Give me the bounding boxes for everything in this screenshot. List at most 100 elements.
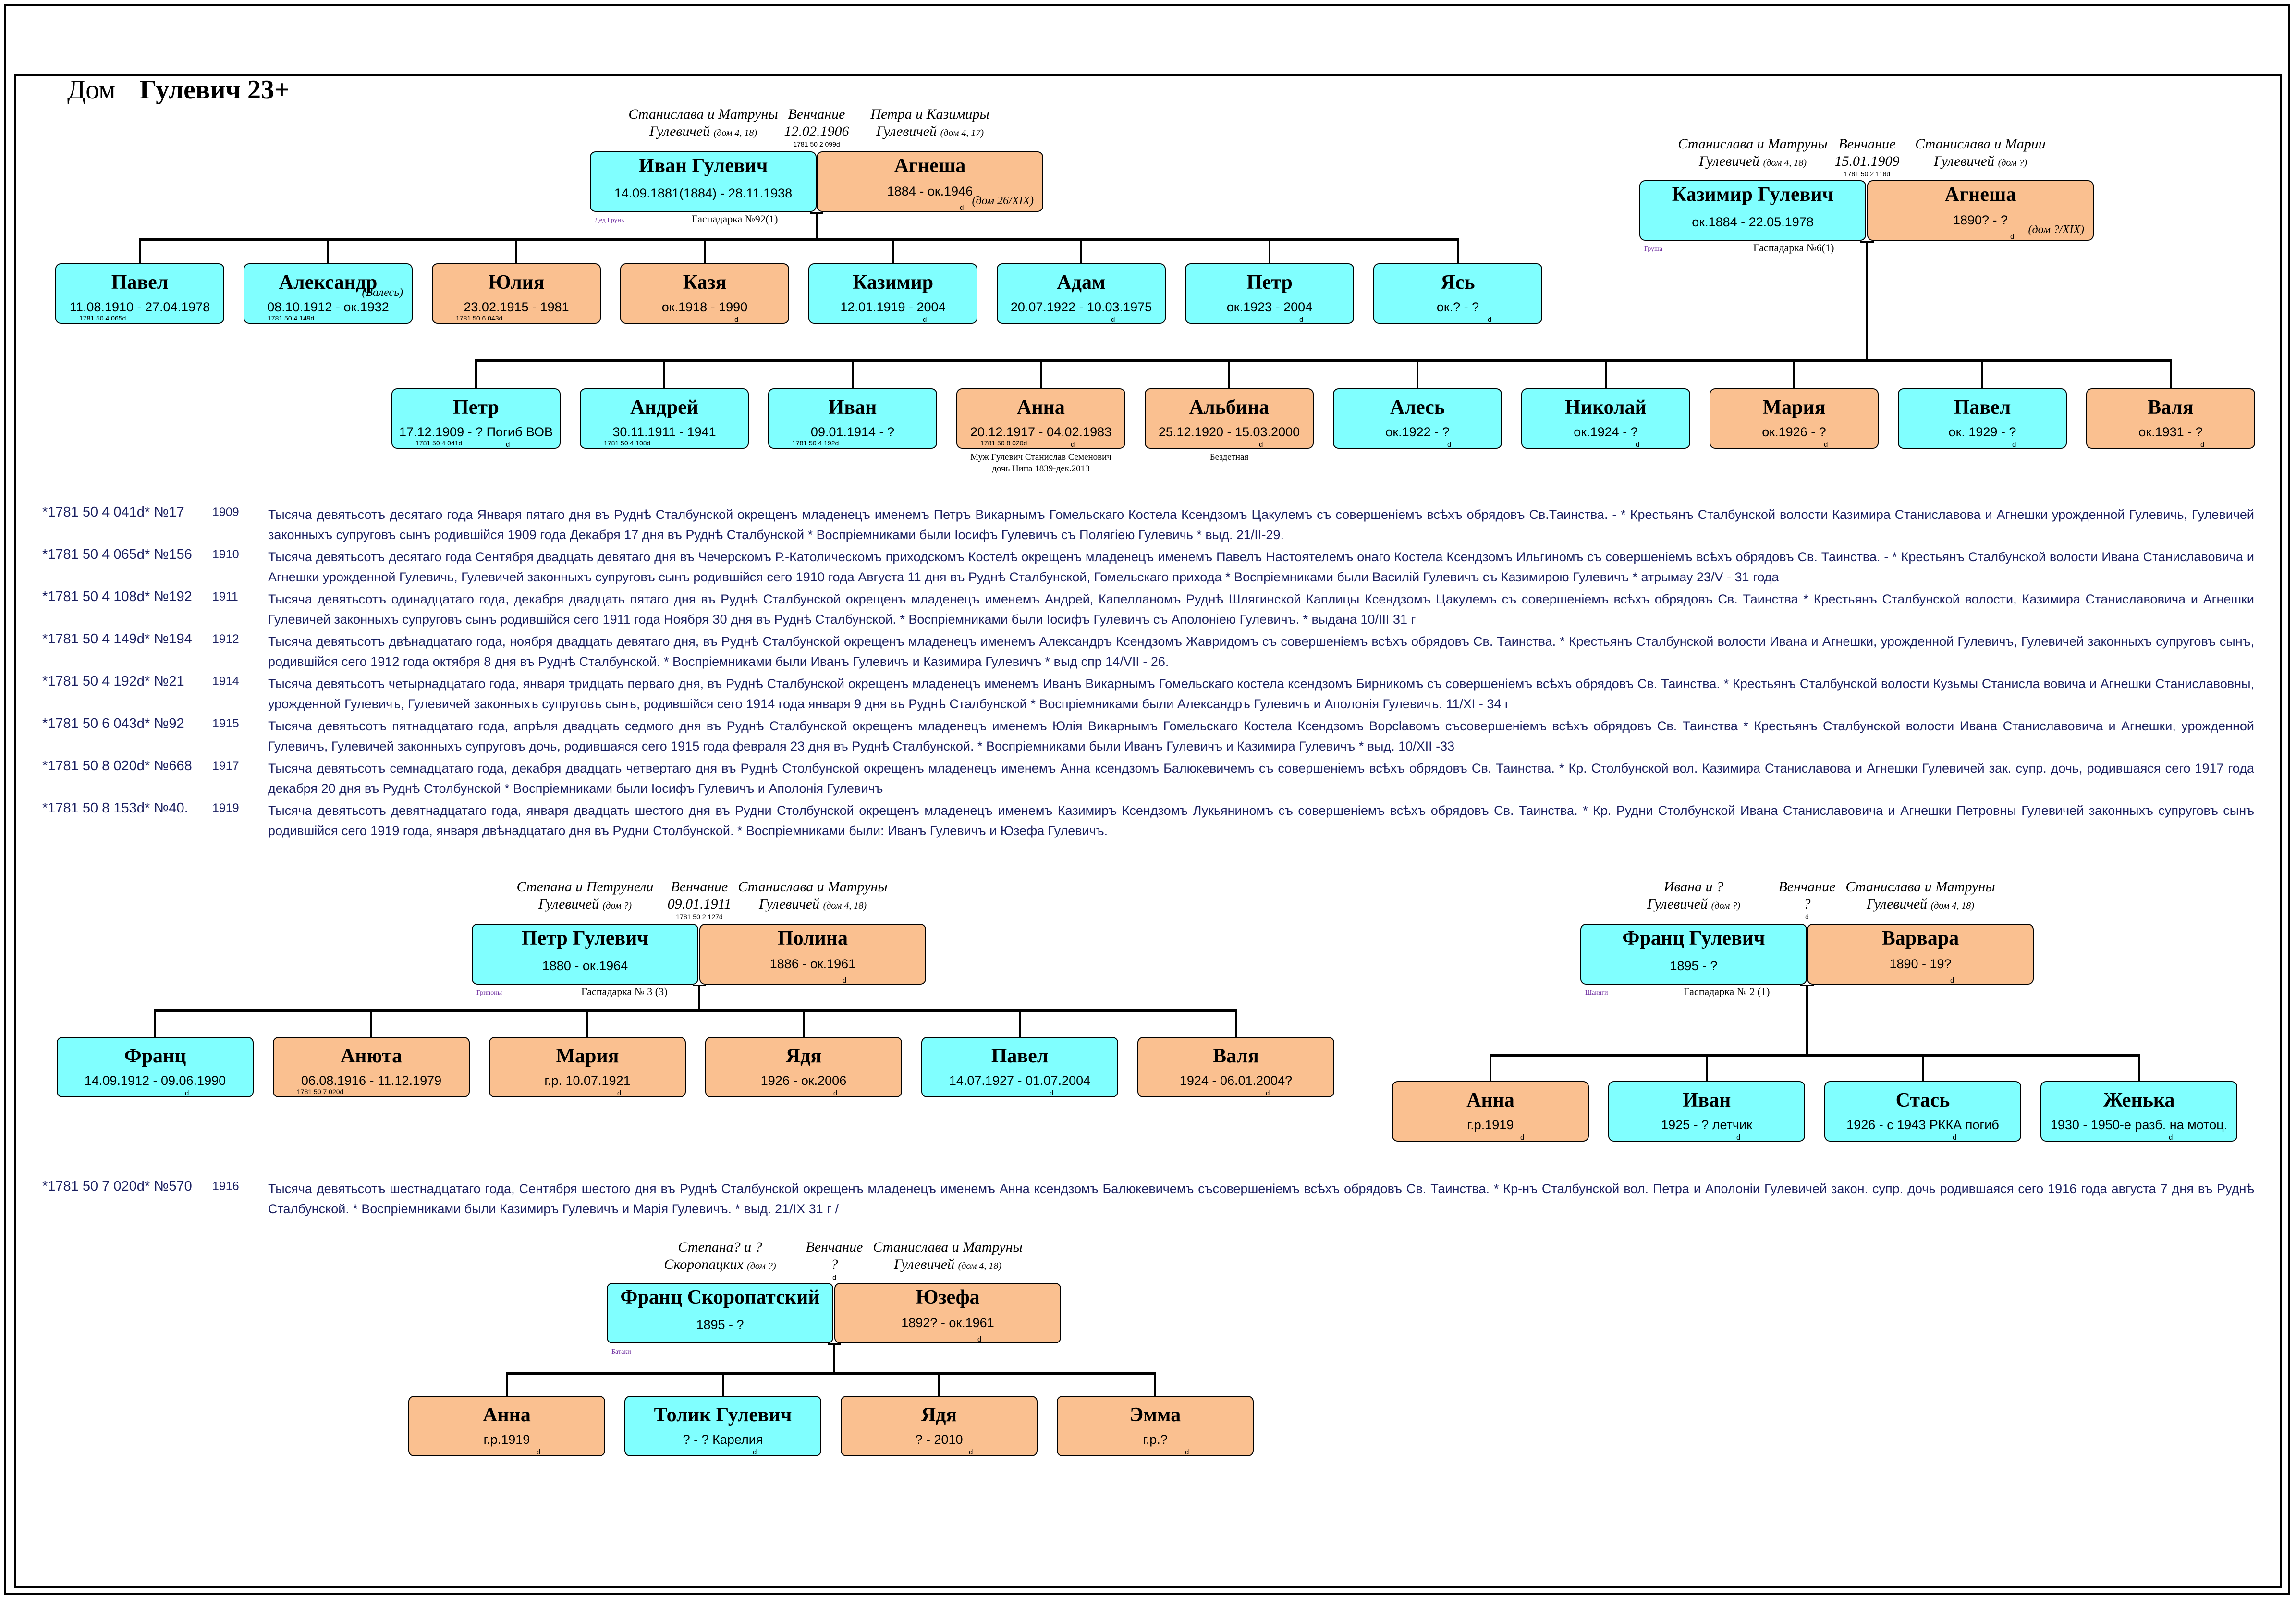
connector-line xyxy=(1800,985,1814,986)
person-dates: 23.02.1915 - 1981 xyxy=(464,300,569,314)
parents-line-1: Станислава и Матруны xyxy=(1845,879,1995,895)
connector-line xyxy=(1235,1009,1237,1037)
archive-code: 1781 50 4 041d xyxy=(415,439,463,447)
person-dates: 1926 - ок.2006 xyxy=(760,1073,847,1088)
connector-line xyxy=(803,1009,805,1037)
wedding-archive-code: 1781 50 2 127d xyxy=(676,913,723,921)
person-name: Франц xyxy=(124,1045,186,1067)
wedding-archive-code: d xyxy=(1805,913,1809,921)
nickname: Батаки xyxy=(611,1348,631,1355)
record-archive-code: *1781 50 4 065d* №156 xyxy=(42,547,192,562)
parents-line-2: Гулевичей (дом 4, 18) xyxy=(688,896,938,914)
person-dates: 08.10.1912 - ок.1932 xyxy=(267,300,389,314)
parents-line-1: Степана? и ? xyxy=(678,1239,762,1255)
person-extra-note: (Валесь) xyxy=(362,286,403,299)
wedding-label: Венчание? xyxy=(767,1239,902,1273)
person-dates: 1880 - ок.1964 xyxy=(542,959,628,973)
person-name: Юлия xyxy=(488,271,545,294)
person-name: Мария xyxy=(1762,396,1826,418)
person-dates: 14.07.1927 - 01.07.2004 xyxy=(949,1073,1091,1088)
person-name: Казимир xyxy=(852,271,934,294)
connector-line xyxy=(663,359,665,388)
record-text: Тысяча девятьсотъ десятаго года Сентября… xyxy=(268,550,2254,584)
record-archive-code: *1781 50 7 020d* №570 xyxy=(42,1179,192,1194)
record-mark: d xyxy=(1259,441,1263,449)
record-mark: d xyxy=(2169,1133,2173,1142)
archive-code: 1781 50 4 149d xyxy=(268,314,315,322)
connector-line xyxy=(506,1372,508,1396)
record-mark: d xyxy=(1520,1133,1525,1142)
farmstead-label: Гаспадарка №6(1) xyxy=(1753,242,1834,254)
record-mark: d xyxy=(923,316,927,324)
person-name: Агнеша xyxy=(894,155,966,177)
parents-line-2: Гулевичей (дом 4, 18) xyxy=(823,1256,1073,1275)
parents-line-2: Гулевичей (дом ?) xyxy=(1569,896,1819,914)
connector-line xyxy=(816,212,818,238)
wedding-date: 12.02.1906 xyxy=(784,123,849,139)
connector-line xyxy=(1706,1054,1708,1081)
connector-line xyxy=(1269,238,1270,263)
wedding-date: 15.01.1909 xyxy=(1834,153,1900,169)
connector-line xyxy=(327,238,329,263)
parents-surname: Гулевичей xyxy=(876,123,940,139)
child-remark-line: дочь Нина 1839-дек.2013 xyxy=(992,464,1090,474)
record-mark: d xyxy=(753,1448,757,1456)
record-mark: d xyxy=(617,1089,622,1097)
person-dates: 1892? - ок.1961 xyxy=(901,1316,994,1330)
parents-surname: Гулевичей xyxy=(1933,153,1998,169)
person-name: Павел xyxy=(111,271,169,294)
connector-line xyxy=(1793,359,1795,388)
record-mark: d xyxy=(1950,976,1954,985)
record-text: Тысяча девятьсотъ пятнадцатаго года, апр… xyxy=(268,719,2254,753)
person-name: Анна xyxy=(1466,1089,1514,1111)
person-name: Петр xyxy=(453,396,499,418)
archive-code: 1781 50 6 043d xyxy=(456,314,503,322)
person-dates: ок.1884 - 22.05.1978 xyxy=(1692,215,1814,229)
